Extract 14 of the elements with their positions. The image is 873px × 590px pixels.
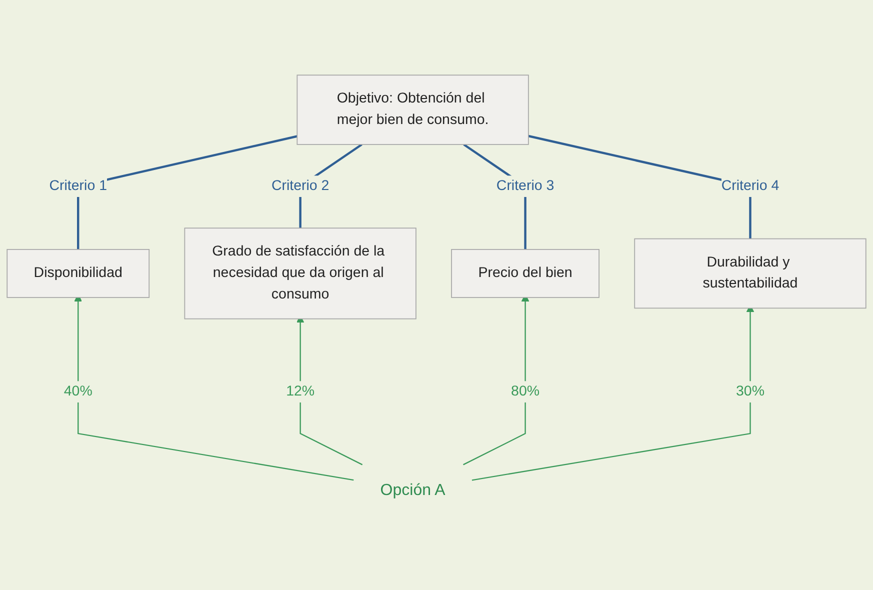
edge-label: Criterio 1	[49, 178, 107, 194]
node-box: Grado de satisfacción de la necesidad que da origen al consumo	[184, 227, 416, 319]
node-box: Precio del bien	[451, 248, 600, 298]
edge-label: Criterio 2	[271, 178, 330, 194]
node-box: Disponibilidad	[6, 248, 150, 298]
edge-label: Criterio 3	[496, 178, 554, 194]
edge-label: Criterio 4	[721, 178, 780, 194]
edge-label: 30%	[736, 383, 764, 399]
edge-label: 40%	[64, 383, 92, 399]
node-box: Objetivo: Obtención del mejor bien de consumo.	[296, 74, 529, 145]
node-text: Opción A	[380, 480, 446, 498]
node-box: Durabilidad y sustentabilidad	[634, 238, 866, 308]
edge-label: 80%	[511, 383, 540, 399]
edge-label: 12%	[286, 383, 315, 399]
